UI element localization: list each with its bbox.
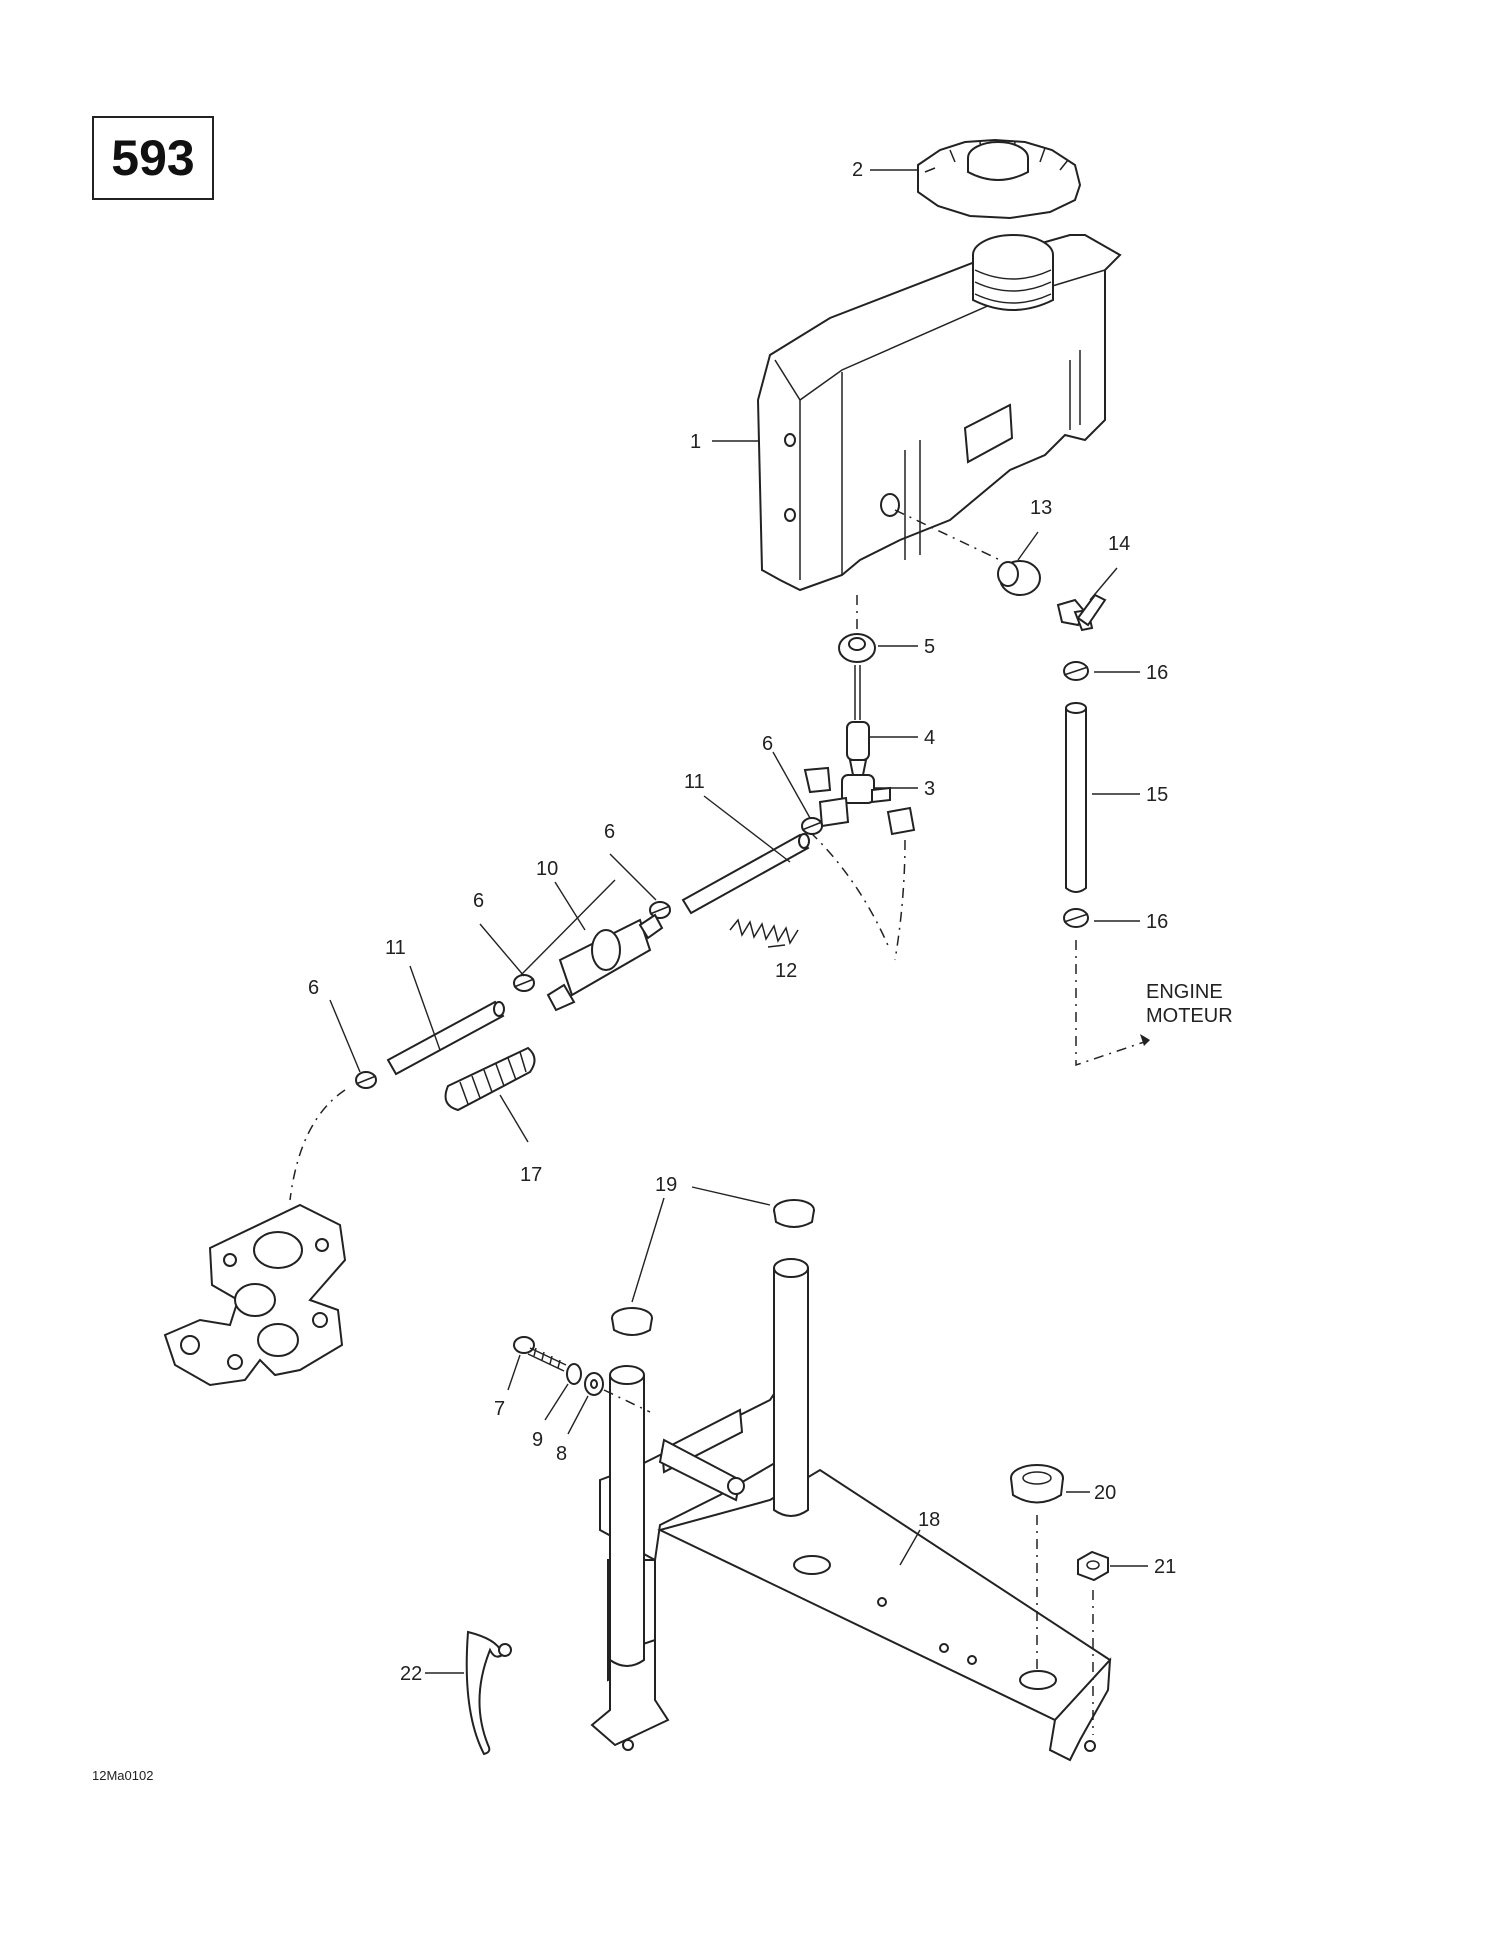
callout-3: 3 (924, 778, 935, 800)
grommet-19a (773, 1199, 815, 1228)
hose-clamp-6a (801, 817, 823, 835)
callout-6b: 6 (604, 821, 615, 843)
callout-16b: 16 (1146, 911, 1168, 933)
oil-hose-11a (681, 833, 810, 915)
callout-6d: 6 (308, 977, 319, 999)
callout-2: 2 (852, 159, 863, 181)
oil-filter-10 (546, 913, 664, 1012)
callout-6a: 6 (762, 733, 773, 755)
callout-13: 13 (1030, 497, 1052, 519)
vent-hose-15 (1065, 702, 1087, 893)
nut-21 (1077, 1550, 1109, 1582)
elbow-fitting-14 (1056, 593, 1107, 632)
callout-10: 10 (536, 858, 558, 880)
vent-route (1075, 940, 1151, 1067)
hose-clamp-16b (1063, 908, 1089, 928)
callout-16a: 16 (1146, 662, 1168, 684)
hose-to-pump (289, 1089, 346, 1201)
callout-1: 1 (690, 431, 701, 453)
callout-20: 20 (1094, 1482, 1116, 1504)
hose-clamp-16a (1063, 661, 1089, 681)
leader-lines (329, 169, 1148, 1674)
flat-washer-8 (584, 1372, 604, 1396)
grommet-20 (1010, 1464, 1064, 1504)
engine-label: ENGINE MOTEUR (1146, 981, 1233, 1027)
oil-tank (756, 234, 1122, 592)
oil-pickup-4 (846, 665, 870, 781)
callout-11b: 11 (385, 937, 406, 959)
callout-12: 12 (775, 960, 797, 982)
page-number-box: 593 (92, 116, 214, 200)
engine-label-en: ENGINE (1146, 981, 1223, 1003)
callout-6c: 6 (473, 890, 484, 912)
drawing-reference-code: 12Ma0102 (92, 1768, 154, 1783)
screw-axis (603, 1389, 651, 1413)
retaining-clip-22 (465, 1630, 512, 1756)
callout-11a: 11 (684, 771, 705, 793)
engine-label-fr: MOTEUR (1146, 1005, 1233, 1027)
grommet-19b (611, 1307, 653, 1336)
callout-5: 5 (924, 636, 935, 658)
spring-12 (729, 918, 799, 945)
callout-4: 4 (924, 727, 935, 749)
callout-labels: 2 1 13 14 5 4 3 16 15 16 6 11 6 10 6 11 … (308, 159, 1176, 1685)
hose-protector-17 (444, 1046, 536, 1112)
callout-8: 8 (556, 1443, 567, 1465)
hose-clamp-6c (513, 974, 535, 992)
callout-21: 21 (1154, 1556, 1176, 1578)
tank-support-18 (590, 1258, 1112, 1762)
grommet-13 (894, 509, 1041, 596)
screw-7 (513, 1336, 567, 1372)
lock-washer-9 (566, 1363, 582, 1385)
callout-22: 22 (400, 1663, 422, 1685)
page-number: 593 (111, 130, 195, 186)
callout-17: 17 (520, 1164, 542, 1186)
engine-arrow (1140, 1034, 1150, 1046)
callout-7: 7 (494, 1398, 505, 1420)
valve-cable (809, 831, 906, 961)
filler-cap (917, 138, 1082, 220)
callout-14: 14 (1108, 533, 1130, 555)
hose-clamp-6d (355, 1071, 377, 1089)
oil-hose-11b (386, 1000, 505, 1076)
callout-15: 15 (1146, 784, 1168, 806)
callout-18: 18 (918, 1509, 940, 1531)
callout-9: 9 (532, 1429, 543, 1451)
oil-pump (163, 1203, 347, 1387)
shut-off-valve-3 (803, 766, 916, 836)
callout-19: 19 (655, 1174, 677, 1196)
grommet-5 (838, 595, 876, 663)
